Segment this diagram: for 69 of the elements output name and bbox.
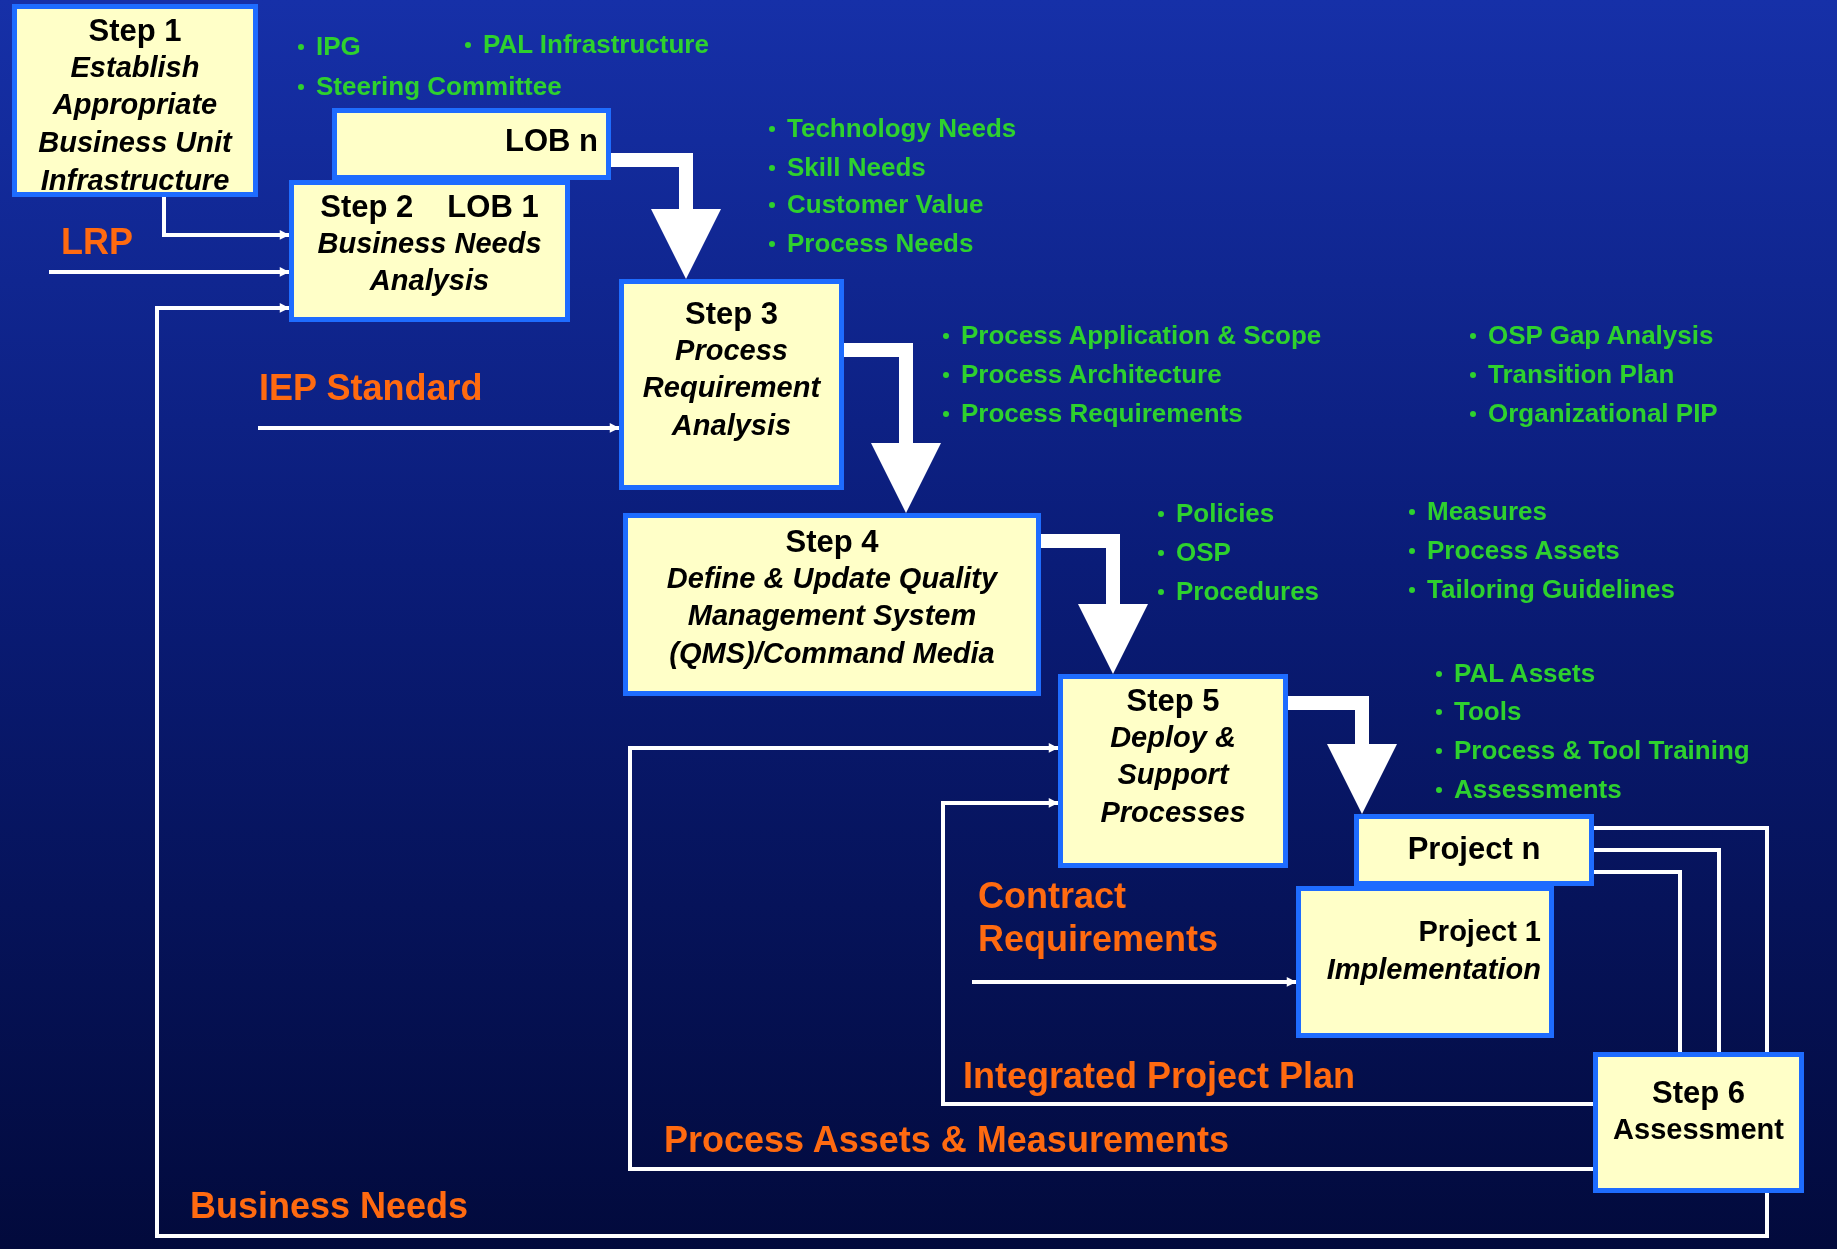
edge-label: Process Assets & Measurements — [664, 1118, 1229, 1162]
list-item: Measures — [1427, 496, 1547, 527]
list-item: IPG — [316, 31, 361, 62]
arrow — [972, 977, 1297, 987]
list-item: PAL Infrastructure — [483, 29, 709, 60]
list-item: Tools — [1454, 696, 1522, 727]
list-item: Process Needs — [787, 228, 974, 259]
list-item: Assessments — [1454, 774, 1622, 805]
edge-label: IEP Standard — [259, 366, 483, 410]
step-title: Step 2 — [320, 189, 414, 225]
step-title: Step 4 — [785, 524, 879, 560]
process-box — [619, 279, 844, 490]
process-box — [1354, 814, 1594, 886]
step-description: Business Needs Analysis — [316, 225, 543, 299]
step-description: Assessment — [1613, 1111, 1784, 1147]
step-description: Implementation — [1326, 951, 1541, 987]
edge-label: Contract Requirements — [978, 874, 1220, 961]
list-item: Process & Tool Training — [1454, 735, 1750, 766]
list-item: OSP — [1176, 537, 1231, 568]
process-box — [332, 108, 611, 180]
list-item: Process Requirements — [961, 398, 1243, 429]
list-item: Organizational PIP — [1488, 398, 1718, 429]
process-box — [1593, 1052, 1804, 1193]
step-title: LOB 1 — [447, 189, 539, 225]
process-box — [1296, 886, 1554, 1038]
edge-label: Integrated Project Plan — [963, 1054, 1356, 1098]
step-title: Step 1 — [88, 13, 182, 49]
step-title: Step 6 — [1652, 1075, 1745, 1111]
connector-line — [1594, 870, 1682, 1052]
step-description: Project 1 — [1418, 914, 1541, 949]
list-item: Tailoring Guidelines — [1427, 574, 1675, 605]
connector-line — [1594, 826, 1769, 1052]
process-box — [623, 513, 1041, 696]
list-item: Policies — [1176, 498, 1275, 529]
list-item: Process Architecture — [961, 359, 1222, 390]
block-arrow — [1041, 534, 1148, 674]
step-title: Step 5 — [1126, 683, 1220, 719]
arrow — [628, 743, 1593, 1171]
list-item: Transition Plan — [1488, 359, 1675, 390]
list-item: Process Application & Scope — [961, 320, 1322, 351]
block-arrow — [1288, 696, 1397, 814]
process-box — [289, 180, 570, 322]
step-description: Process Requirement Analysis — [641, 332, 822, 443]
step-title: Step 3 — [685, 296, 778, 332]
list-item: OSP Gap Analysis — [1488, 320, 1714, 351]
list-item: PAL Assets — [1454, 658, 1596, 689]
list-item: Technology Needs — [787, 113, 1017, 144]
list-item: Customer Value — [787, 189, 984, 220]
arrow — [258, 423, 620, 433]
block-arrow — [844, 343, 941, 513]
arrow — [162, 197, 290, 240]
arrow — [49, 267, 290, 277]
process-box — [1058, 674, 1288, 868]
step-description: Establish Appropriate Business Unit Infrastructure — [37, 49, 234, 198]
step-title: Project n — [1407, 831, 1541, 867]
process-box — [12, 4, 258, 197]
block-arrow — [611, 153, 721, 279]
edge-label: LRP — [61, 220, 133, 264]
edge-label: Business Needs — [190, 1184, 469, 1228]
step-title: LOB n — [505, 123, 598, 159]
connector-line — [1594, 848, 1721, 1052]
list-item: Skill Needs — [787, 152, 926, 183]
step-description: Deploy & Support Processes — [1099, 719, 1247, 830]
list-item: Steering Committee — [316, 71, 562, 102]
list-item: Process Assets — [1427, 535, 1620, 566]
arrow — [941, 798, 1593, 1106]
arrow — [155, 303, 1769, 1238]
list-item: Procedures — [1176, 576, 1320, 607]
step-description: Define & Update Quality Management System (QMS)/Command Media — [665, 560, 999, 671]
